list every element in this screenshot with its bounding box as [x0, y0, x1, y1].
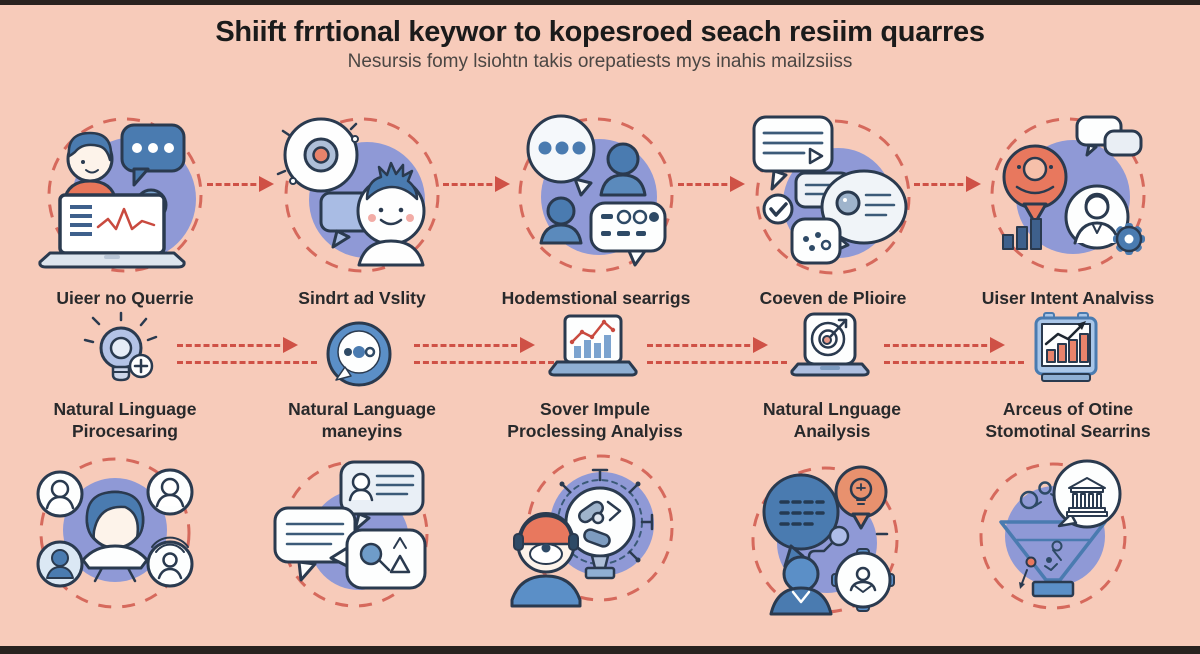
step-label-line1: Natural Linguage [53, 399, 197, 419]
lightbulb-plus-icon [83, 311, 158, 382]
bar-chart-board-icon [1034, 312, 1098, 382]
laptop-chart-icon [548, 314, 638, 377]
step-label-line1: Arceus of Otine [1002, 399, 1134, 419]
step-label-line1: Sover Impule [540, 399, 650, 419]
top-frame-bar [0, 0, 1200, 5]
flow-arrow-3 [678, 176, 745, 192]
step-label-line1: Natural Lnguage [762, 399, 902, 419]
flow-step-nl-analysis [784, 310, 880, 406]
user-laptop-chat-icon [38, 117, 203, 273]
flow-arrow-7 [647, 337, 787, 364]
flow-step-people-chat [501, 105, 691, 295]
step-label-line1: Natural Language [288, 399, 436, 419]
step-label-line2: Anailysis [793, 421, 871, 441]
step-label: Coeven de Plioire [759, 288, 907, 308]
step-label: Sindrt ad Vslity [298, 288, 426, 308]
data-funnel-icon [979, 459, 1127, 610]
flow-arrow-1 [207, 176, 274, 192]
step-label: Hodemstional searrigs [501, 288, 691, 308]
flow-step-data-funnel [973, 448, 1163, 638]
step-label: Natural Lnguage Anailysis [702, 398, 962, 442]
flow-step-agent-hub [500, 448, 690, 638]
step-label: Sover Impule Proclessing Analyiss [465, 398, 725, 442]
child-face-chat-icon [276, 117, 440, 273]
flow-step-user-query [30, 105, 220, 295]
intent-analysis-icon [990, 115, 1146, 273]
page-subtitle: Nesursis fomy lsiohtn takis orepatiests … [347, 51, 853, 72]
step-label-line2: Stomotinal Searrins [985, 421, 1151, 441]
support-agent-hub-icon [510, 454, 674, 608]
flow-arrow-5 [177, 337, 317, 364]
user-network-icon [36, 457, 194, 609]
flow-step-user-network [30, 448, 220, 638]
step-label-line2: Proclessing Analyiss [507, 421, 683, 441]
flow-step-stat-search [1020, 310, 1116, 406]
flow-step-child-chat [267, 105, 457, 295]
chat-group-icon [273, 460, 429, 608]
people-conversation-icon [518, 114, 674, 273]
flow-step-intent-analysis [973, 105, 1163, 295]
step-label: Uiser Intent Analviss [981, 288, 1155, 308]
step-label: Arceus of Otine Stomotinal Searrins [938, 398, 1198, 442]
step-label-line2: Pirocesaring [71, 421, 179, 441]
step-label: Uieer no Querrie [56, 288, 194, 308]
page-title: Shiift frrtional keywor to kopesroed sea… [215, 16, 985, 48]
step-label: Natural Linguage Pirocesaring [0, 398, 255, 442]
flow-step-nl-meaning [314, 310, 410, 406]
chat-bubble-icon [326, 321, 392, 387]
flow-arrow-6 [414, 337, 554, 364]
flow-arrow-8 [884, 337, 1024, 364]
laptop-target-icon [790, 312, 870, 377]
bottom-frame-bar [0, 646, 1200, 654]
idea-discussion-icon [751, 465, 899, 616]
flow-step-idea-discussion [737, 448, 927, 638]
step-label: Natural Language maneyins [232, 398, 492, 442]
flow-step-processing [547, 310, 643, 406]
flow-step-chat-review [738, 105, 928, 295]
chat-review-icon [752, 115, 911, 275]
flow-arrow-2 [443, 176, 510, 192]
flow-step-chat-group [267, 448, 457, 638]
step-label-line2: maneyins [321, 421, 403, 441]
flow-step-nlp [77, 310, 173, 406]
flow-arrow-4 [914, 176, 981, 192]
